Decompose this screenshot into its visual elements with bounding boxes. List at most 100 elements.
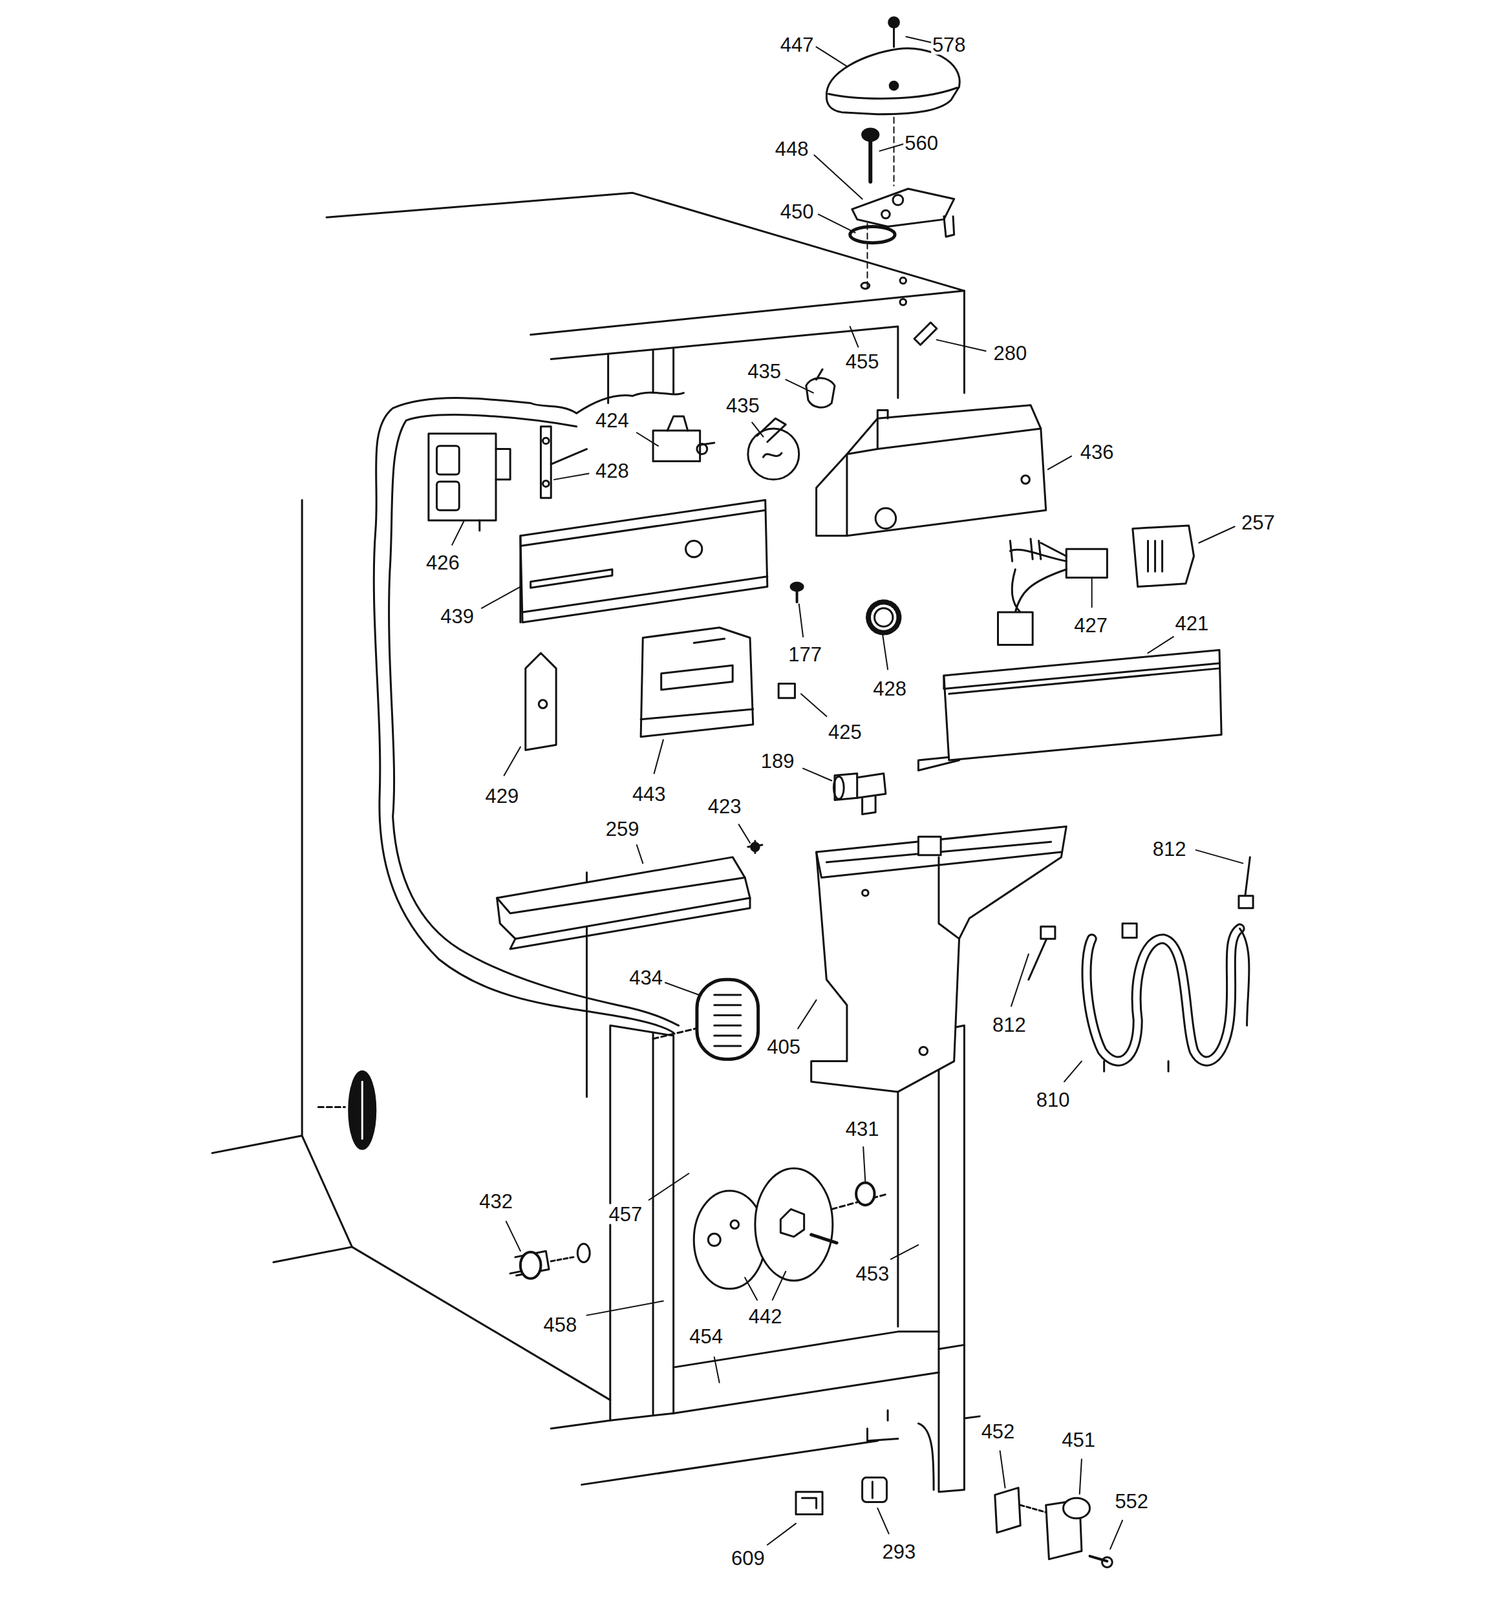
callout-number: 293 (881, 1542, 918, 1563)
callout-number: 259 (604, 818, 641, 839)
rails-brackets-stroke (520, 510, 768, 623)
duct-heater-stroke (1238, 896, 1254, 909)
hinge-parts-stroke (852, 188, 955, 227)
hinge-parts-stroke (892, 194, 904, 205)
hinge-parts-stroke (943, 216, 955, 238)
hinge-parts-stroke (889, 17, 900, 28)
callout-number: 425 (826, 721, 864, 742)
callout-number: 447 (779, 34, 816, 55)
hinge-parts-stroke (861, 282, 870, 289)
lower-parts-stroke (795, 1492, 823, 1515)
control-parts-stroke (436, 481, 460, 511)
rails-brackets-stroke (640, 627, 754, 738)
control-parts-stroke (696, 444, 708, 455)
leader-lines-stroke (451, 520, 465, 546)
cabinet-outline-stroke (530, 290, 965, 335)
cabinet-outline-stroke (550, 1344, 965, 1429)
lower-parts-stroke (1101, 1557, 1113, 1568)
callout-number: 457 (607, 1204, 644, 1225)
rails-brackets-stroke (857, 773, 886, 815)
rails-brackets-stroke (751, 843, 760, 852)
leader-lines-stroke (882, 634, 888, 670)
lower-parts-stroke (856, 1182, 875, 1206)
rails-brackets-stroke (696, 979, 759, 1060)
leader-lines-stroke (554, 473, 590, 480)
callout-number: 435 (746, 361, 783, 382)
leader-lines-stroke (816, 47, 847, 67)
leader-lines-stroke (877, 1508, 889, 1534)
control-parts-stroke (543, 480, 549, 487)
leader-lines-stroke (714, 1357, 720, 1383)
duct-heater-stroke (1240, 928, 1250, 1026)
callout-number: 431 (844, 1118, 881, 1139)
control-parts-stroke (428, 433, 496, 521)
leader-lines-stroke (863, 1146, 866, 1182)
control-parts-stroke (914, 322, 937, 346)
leader-lines-stroke (504, 746, 521, 776)
leader-lines-stroke (818, 214, 856, 233)
rails-brackets-stroke (685, 541, 703, 558)
duct-heater-stroke (1086, 928, 1240, 1061)
hinge-parts-stroke (881, 210, 891, 219)
hinge-parts (826, 17, 960, 306)
control-parts-stroke (875, 508, 897, 529)
lower-parts-stroke (811, 1234, 837, 1244)
control-parts-stroke (1132, 525, 1195, 588)
control-parts-stroke (540, 426, 551, 498)
cabinet-outline-stroke (550, 326, 899, 398)
leader-lines-stroke (905, 36, 933, 43)
lower-parts-stroke (550, 1257, 574, 1262)
callout-number: 812 (991, 1014, 1028, 1035)
duct-heater (811, 826, 1254, 1093)
control-parts-stroke (1148, 541, 1163, 572)
callout-number: 434 (627, 967, 665, 988)
cabinet-outline-stroke (581, 1416, 981, 1486)
callout-number: 452 (980, 1421, 1017, 1442)
control-parts-stroke (806, 378, 835, 408)
leader-lines-stroke (1091, 577, 1093, 608)
leader-lines-stroke (665, 982, 699, 996)
cabinet-outline-stroke (361, 1081, 364, 1139)
rails-brackets-stroke (520, 499, 768, 622)
callout-number: 428 (594, 460, 631, 481)
leader-lines-stroke (890, 1245, 919, 1260)
leader-lines-stroke (1011, 954, 1029, 1007)
callout-number: 448 (773, 139, 811, 160)
callout-number: 429 (484, 786, 521, 807)
rails-brackets-stroke (778, 684, 795, 699)
callout-number: 454 (687, 1326, 725, 1347)
lower-parts-stroke (520, 1252, 542, 1279)
rails-brackets-stroke (790, 582, 804, 591)
cabinet-outline-stroke (212, 499, 611, 1400)
lower-parts-stroke (780, 1209, 804, 1237)
callout-number: 426 (424, 552, 461, 573)
cabinet-outline-stroke (608, 347, 674, 403)
callout-number: 810 (1035, 1090, 1072, 1111)
leader-lines-stroke (801, 693, 827, 717)
rails-brackets-stroke (661, 638, 733, 690)
callout-number: 423 (706, 795, 743, 816)
callout-number: 609 (729, 1547, 767, 1568)
callout-number: 257 (1240, 512, 1277, 533)
callout-number: 442 (747, 1306, 784, 1327)
callout-number: 432 (477, 1190, 515, 1211)
duct-heater-stroke (938, 857, 960, 939)
leader-lines-stroke (1064, 1061, 1082, 1083)
callout-number: 439 (439, 606, 476, 627)
cabinet-outline-stroke (938, 1025, 965, 1492)
control-parts-stroke (653, 430, 701, 461)
leader-lines-stroke (1148, 636, 1174, 654)
callout-number: 405 (765, 1037, 802, 1058)
lower-parts-stroke (995, 1487, 1021, 1533)
control-parts-stroke (667, 416, 715, 445)
rails-brackets-stroke (497, 857, 750, 939)
rails-brackets-stroke (525, 653, 557, 750)
rails-brackets-stroke (538, 700, 547, 709)
duct-heater-stroke (862, 889, 869, 896)
cabinet-outline (212, 192, 980, 1492)
callout-number: 453 (854, 1263, 891, 1284)
leader-lines-stroke (636, 845, 643, 864)
rails-brackets-stroke (530, 569, 613, 588)
hinge-parts-stroke (850, 226, 895, 243)
